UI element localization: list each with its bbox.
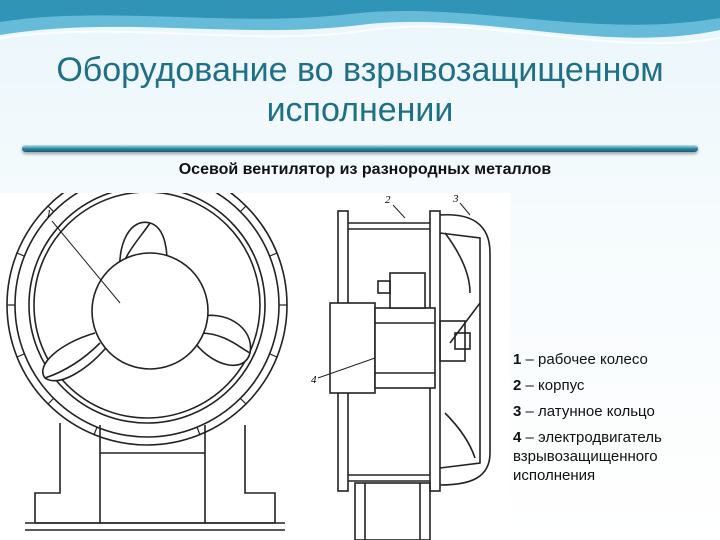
parts-legend: 1 – рабочее колесо 2 – корпус 3 – латунн…	[513, 350, 713, 492]
front-view	[6, 193, 288, 531]
slide-title: Оборудование во взрывозащищенном исполне…	[56, 51, 664, 129]
callout-4-label: 4	[311, 374, 317, 386]
side-view	[317, 202, 491, 540]
legend-text: – рабочее колесо	[525, 351, 648, 368]
legend-item: 4 – электродвигатель взрывозащищенного и…	[513, 428, 713, 485]
header-wave-decoration	[0, 0, 720, 45]
legend-item: 2 – корпус	[513, 376, 713, 395]
title-underline-bar	[22, 145, 698, 152]
callout-2-label: 2	[385, 194, 391, 206]
legend-text: – латунное кольцо	[525, 403, 655, 420]
legend-item: 1 – рабочее колесо	[513, 350, 713, 369]
legend-number: 4	[513, 429, 522, 446]
legend-number: 2	[513, 377, 522, 394]
fan-technical-drawing: 1 2 3 4	[0, 193, 510, 540]
legend-text: – корпус	[525, 377, 585, 394]
legend-number: 1	[513, 351, 522, 368]
callout-3-label: 3	[452, 193, 459, 205]
legend-text: – электродвигатель взрывозащищенного исп…	[513, 429, 662, 484]
legend-item: 3 – латунное кольцо	[513, 402, 713, 421]
slide-subtitle: Осевой вентилятор из разнородных металло…	[178, 161, 552, 178]
callout-1-label: 1	[46, 208, 52, 220]
legend-number: 3	[513, 403, 522, 420]
